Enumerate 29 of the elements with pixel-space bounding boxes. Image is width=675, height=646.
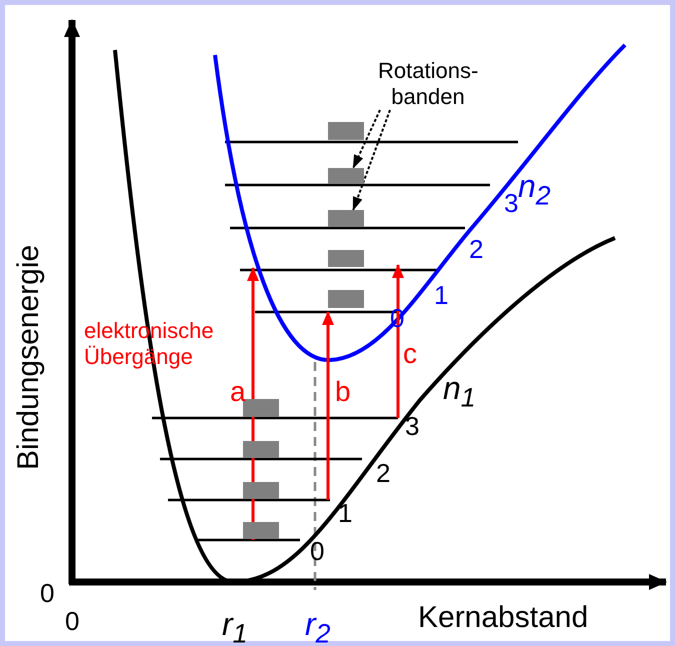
callout-text: Rotations- banden (378, 58, 478, 110)
rotational-band (328, 168, 364, 184)
leader-line (352, 110, 381, 169)
leader-line (352, 110, 391, 211)
rotational-band (328, 250, 364, 267)
rotational-band (243, 441, 279, 458)
level-number: 3 (504, 190, 518, 216)
level-number: 2 (469, 236, 484, 262)
rotational-band (243, 522, 279, 539)
level-number: 2 (376, 460, 390, 486)
tick-label: r$_{2}$ (305, 608, 330, 646)
tick-label: r$_{1}$ (222, 608, 248, 646)
rotational-band (243, 482, 279, 499)
axis-label: Kernabstand (418, 603, 588, 633)
transition-label: c (403, 340, 417, 368)
level-number: 0 (310, 538, 324, 564)
curve-label: n$_{2}$ (518, 170, 551, 210)
level-number: 1 (338, 500, 352, 526)
tick-label: 0 (65, 608, 80, 634)
rotational-band (328, 210, 364, 227)
level-number: 3 (405, 413, 420, 439)
axis-label: Bindungsenergie (14, 244, 44, 470)
tick-label: 0 (40, 580, 54, 606)
curve-label: n$_{1}$ (443, 372, 476, 412)
transition-label: b (335, 378, 351, 406)
transition-label: a (230, 378, 246, 406)
level-number: 1 (434, 282, 448, 308)
rotational-band (328, 122, 364, 140)
rotational-band (328, 290, 364, 308)
